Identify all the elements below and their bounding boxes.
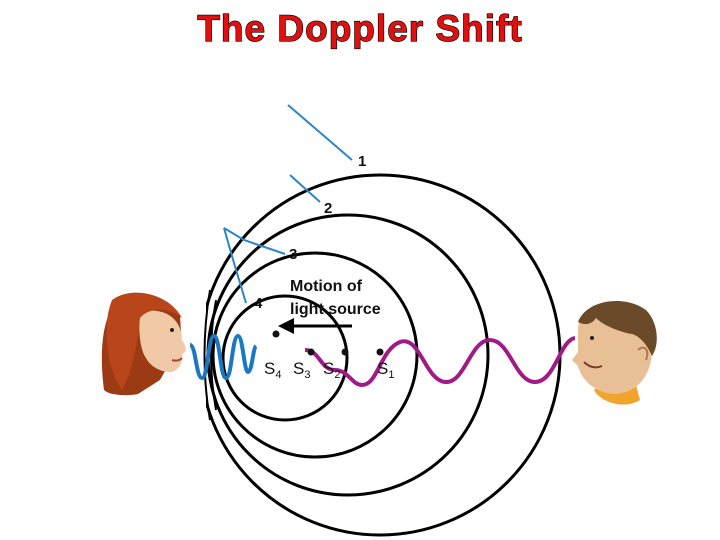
pointer-line-4 [223, 227, 247, 304]
wavefront-label-2: 2 [324, 200, 332, 217]
source-dot-2 [341, 348, 349, 356]
wavefront-1-left-arc [203, 289, 211, 421]
source-dot-4 [272, 330, 280, 338]
wavefront-2-left-arc [210, 299, 217, 411]
pointer-line-3 [223, 227, 286, 255]
motion-arrow-icon [278, 318, 352, 334]
source-label-2: S2 [323, 359, 340, 381]
woman-observer-icon [101, 292, 186, 396]
wavefront-label-4: 4 [254, 295, 263, 312]
source-dot-3 [307, 348, 315, 356]
source-label-4: S4 [264, 359, 281, 381]
man-observer-icon [572, 300, 657, 405]
source-dot-1 [376, 348, 384, 356]
motion-label-line1: Motion of [290, 278, 363, 295]
wavefront-3 [211, 251, 419, 459]
page-title: The Doppler Shift [197, 7, 523, 49]
compressed-wave [188, 333, 258, 381]
pointer-line-2 [289, 174, 321, 203]
wavefront-4 [221, 294, 349, 422]
pointer-line-1 [287, 104, 353, 161]
stretched-wave [304, 336, 576, 388]
wavefront-label-1: 1 [358, 153, 366, 170]
source-label-1: S1 [377, 359, 394, 381]
wavefront-label-3: 3 [289, 246, 297, 263]
source-label-3: S3 [293, 359, 310, 381]
motion-label-line2: light source [290, 301, 381, 318]
